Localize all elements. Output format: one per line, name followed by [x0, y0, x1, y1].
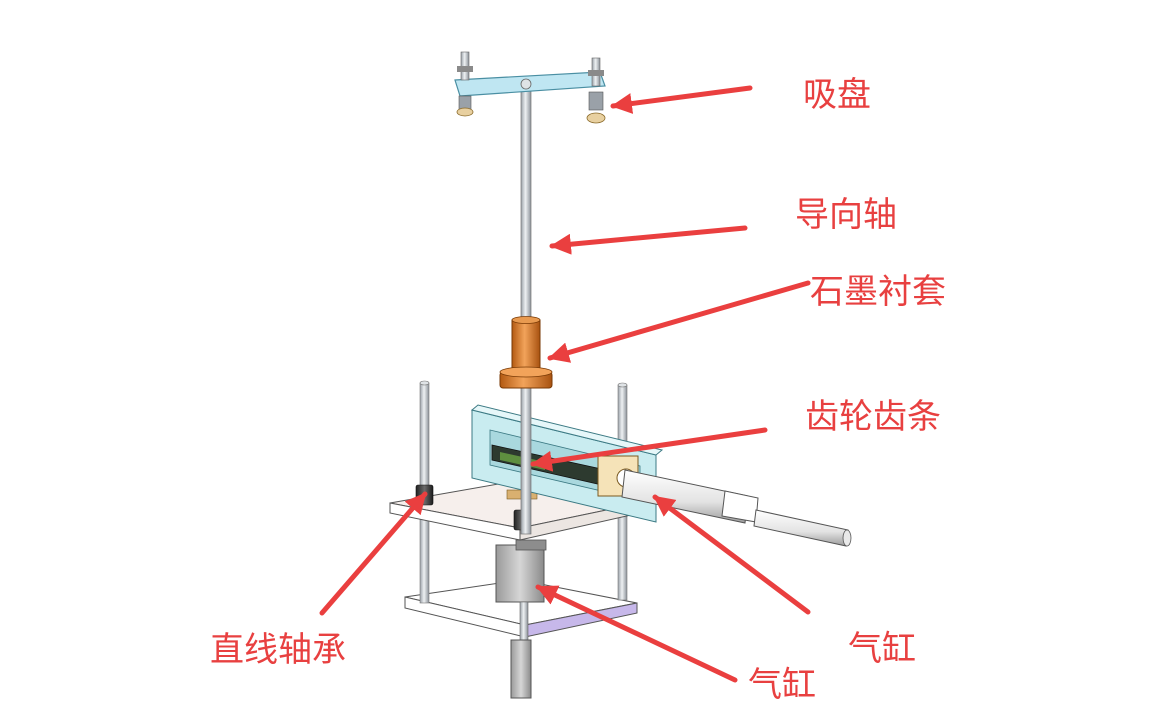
suction-cup-assembly — [454, 51, 606, 124]
label-rack-pinion: 齿轮齿条 — [805, 397, 941, 437]
rack-rail-assembly — [470, 404, 664, 523]
arrow-rack-pinion — [530, 427, 768, 472]
label-cylinder-horizontal: 气缸 — [848, 629, 916, 669]
label-graphite-bushing: 石墨衬套 — [810, 272, 946, 312]
label-suction-cup: 吸盘 — [803, 75, 871, 115]
arrow-cylinder-horizontal — [652, 494, 811, 615]
arrow-guide-shaft — [549, 225, 748, 255]
guide-shaft — [520, 83, 532, 535]
vertical-cylinder — [495, 539, 547, 699]
arrow-graphite-bushing — [547, 280, 811, 363]
arrow-cylinder-vertical — [535, 584, 738, 683]
label-cylinder-vertical: 气缸 — [748, 665, 816, 705]
graphite-bushing — [499, 316, 553, 389]
label-guide-shaft: 导向轴 — [795, 195, 897, 235]
callout-arrows — [319, 85, 811, 683]
arrow-suction-cup — [610, 85, 753, 114]
horizontal-cylinder — [621, 469, 852, 547]
label-linear-bearing: 直线轴承 — [210, 630, 346, 670]
arrow-linear-bearing — [319, 491, 428, 616]
